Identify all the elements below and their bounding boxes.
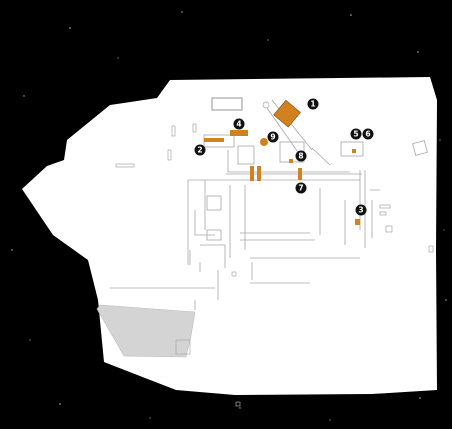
highlight-structure-3[interactable] bbox=[355, 219, 360, 225]
highlight-structure-9[interactable] bbox=[260, 138, 268, 146]
highlight-structure-5[interactable] bbox=[352, 149, 356, 153]
numbered-markers: 1 2 3 4 5 6 7 bbox=[194, 98, 374, 216]
marker-3[interactable]: 3 bbox=[355, 204, 367, 216]
marker-4[interactable]: 4 bbox=[233, 118, 245, 130]
marker-2[interactable]: 2 bbox=[194, 144, 206, 156]
marker-8[interactable]: 8 bbox=[295, 150, 307, 162]
marker-4-label: 4 bbox=[236, 120, 241, 129]
grey-parcel bbox=[96, 304, 196, 358]
marker-6[interactable]: 6 bbox=[362, 128, 374, 140]
highlighted-structures bbox=[204, 99, 360, 225]
marker-8-label: 8 bbox=[298, 152, 303, 161]
marker-5[interactable]: 5 bbox=[350, 128, 362, 140]
highlight-gate-west[interactable] bbox=[250, 166, 254, 181]
site-fixtures bbox=[115, 101, 434, 407]
marker-1-label: 1 bbox=[310, 100, 315, 109]
site-boundary bbox=[22, 77, 437, 395]
highlight-structure-2[interactable] bbox=[204, 138, 224, 142]
marker-5-label: 5 bbox=[353, 130, 358, 139]
marker-7[interactable]: 7 bbox=[295, 182, 307, 194]
marker-7-label: 7 bbox=[298, 184, 303, 193]
highlight-structure-8[interactable] bbox=[289, 159, 293, 163]
highlight-gate-east[interactable] bbox=[257, 166, 261, 181]
starfield bbox=[11, 11, 447, 421]
highlight-structure-7[interactable] bbox=[298, 168, 302, 180]
highlight-structure-4[interactable] bbox=[230, 130, 248, 136]
marker-9-label: 9 bbox=[270, 133, 275, 142]
marker-1[interactable]: 1 bbox=[307, 98, 319, 110]
highlight-structure-1[interactable] bbox=[273, 99, 301, 128]
marker-3-label: 3 bbox=[358, 206, 363, 215]
marker-6-label: 6 bbox=[365, 130, 370, 139]
marker-2-label: 2 bbox=[197, 146, 202, 155]
marker-9[interactable]: 9 bbox=[267, 131, 279, 143]
